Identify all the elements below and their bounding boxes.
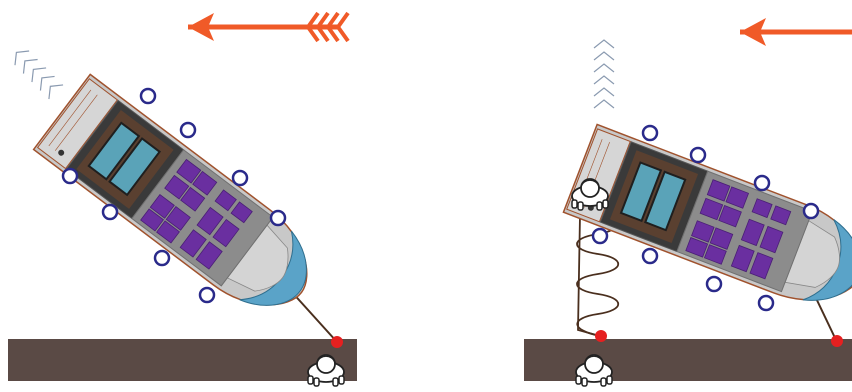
dock-cleat-icon bbox=[331, 336, 343, 348]
fender-icon bbox=[753, 174, 771, 192]
fender-icon bbox=[101, 203, 119, 221]
fender-icon bbox=[269, 209, 287, 227]
boat bbox=[562, 123, 852, 321]
fender-icon bbox=[641, 247, 659, 265]
dock-cleat-icon bbox=[595, 330, 607, 342]
fender-icon bbox=[757, 294, 775, 312]
prop-wash-icon bbox=[14, 50, 64, 100]
prop-wash-icon bbox=[593, 39, 615, 109]
fender-icon bbox=[231, 169, 249, 187]
fender-icon bbox=[198, 286, 216, 304]
fender-icon bbox=[705, 275, 723, 293]
fender-icon bbox=[153, 249, 171, 267]
fender-icon bbox=[591, 227, 609, 245]
fender-icon bbox=[139, 87, 157, 105]
fender-icon bbox=[179, 121, 197, 139]
right-scene bbox=[524, 18, 852, 387]
dock bbox=[524, 339, 852, 381]
dock bbox=[8, 339, 357, 381]
bow-line bbox=[814, 295, 837, 341]
wind-arrow-icon bbox=[188, 13, 350, 41]
fender-icon bbox=[641, 124, 659, 142]
left-scene bbox=[8, 13, 357, 387]
fender-icon bbox=[61, 167, 79, 185]
fender-icon bbox=[802, 202, 820, 220]
dock-cleat-icon bbox=[831, 335, 843, 347]
bow-line bbox=[289, 289, 338, 343]
fender-icon bbox=[689, 146, 707, 164]
wind-arrow-icon bbox=[740, 18, 852, 46]
boat bbox=[32, 73, 331, 332]
